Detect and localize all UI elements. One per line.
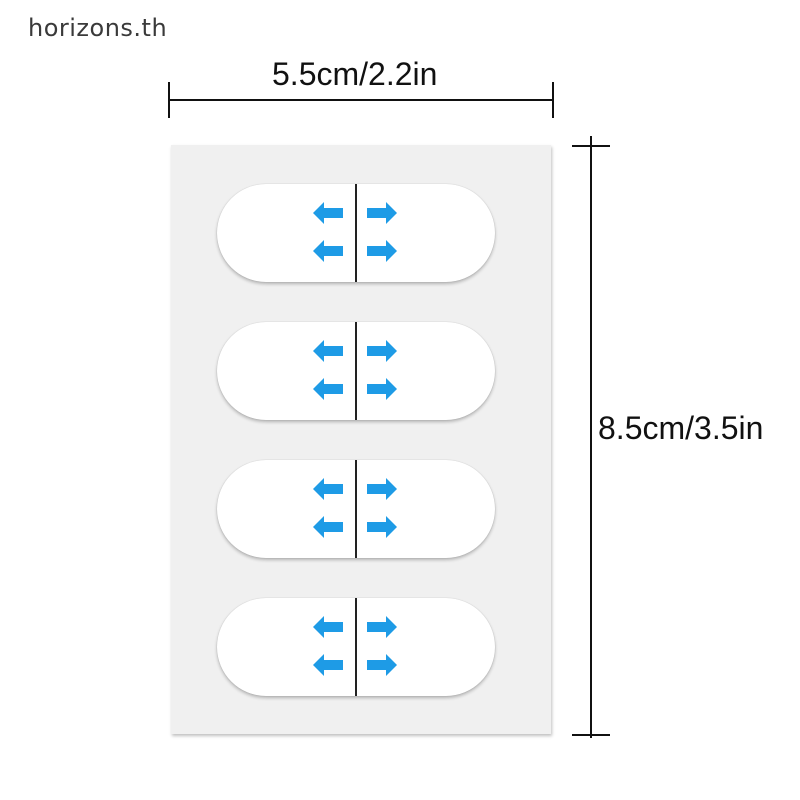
strip-divider bbox=[355, 460, 357, 558]
height-tick-bottom bbox=[572, 734, 610, 736]
left-arrow-icon bbox=[313, 478, 343, 500]
height-label: 8.5cm/3.5in bbox=[598, 410, 764, 446]
sticker-strip bbox=[217, 460, 495, 558]
left-arrow-icon bbox=[313, 654, 343, 676]
right-arrow-icon bbox=[367, 654, 397, 676]
right-arrow-icon bbox=[367, 202, 397, 224]
sticker-strip bbox=[217, 322, 495, 420]
right-arrow-icon bbox=[367, 516, 397, 538]
left-arrow-icon bbox=[313, 202, 343, 224]
width-dimension-line bbox=[169, 99, 554, 101]
watermark: horizons.th bbox=[28, 14, 168, 42]
right-arrow-icon bbox=[367, 240, 397, 262]
sticker-strip bbox=[217, 184, 495, 282]
height-tick-top bbox=[572, 145, 610, 147]
width-label: 5.5cm/2.2in bbox=[272, 56, 438, 92]
strip-divider bbox=[355, 184, 357, 282]
left-arrow-icon bbox=[313, 240, 343, 262]
right-arrow-icon bbox=[367, 616, 397, 638]
sticker-strip bbox=[217, 598, 495, 696]
sticker-sheet bbox=[171, 145, 551, 734]
left-arrow-icon bbox=[313, 516, 343, 538]
strip-divider bbox=[355, 322, 357, 420]
left-arrow-icon bbox=[313, 378, 343, 400]
left-arrow-icon bbox=[313, 616, 343, 638]
width-tick-left bbox=[168, 82, 170, 118]
right-arrow-icon bbox=[367, 478, 397, 500]
right-arrow-icon bbox=[367, 378, 397, 400]
width-tick-right bbox=[552, 82, 554, 118]
height-dimension-line bbox=[590, 136, 592, 738]
left-arrow-icon bbox=[313, 340, 343, 362]
strip-divider bbox=[355, 598, 357, 696]
right-arrow-icon bbox=[367, 340, 397, 362]
